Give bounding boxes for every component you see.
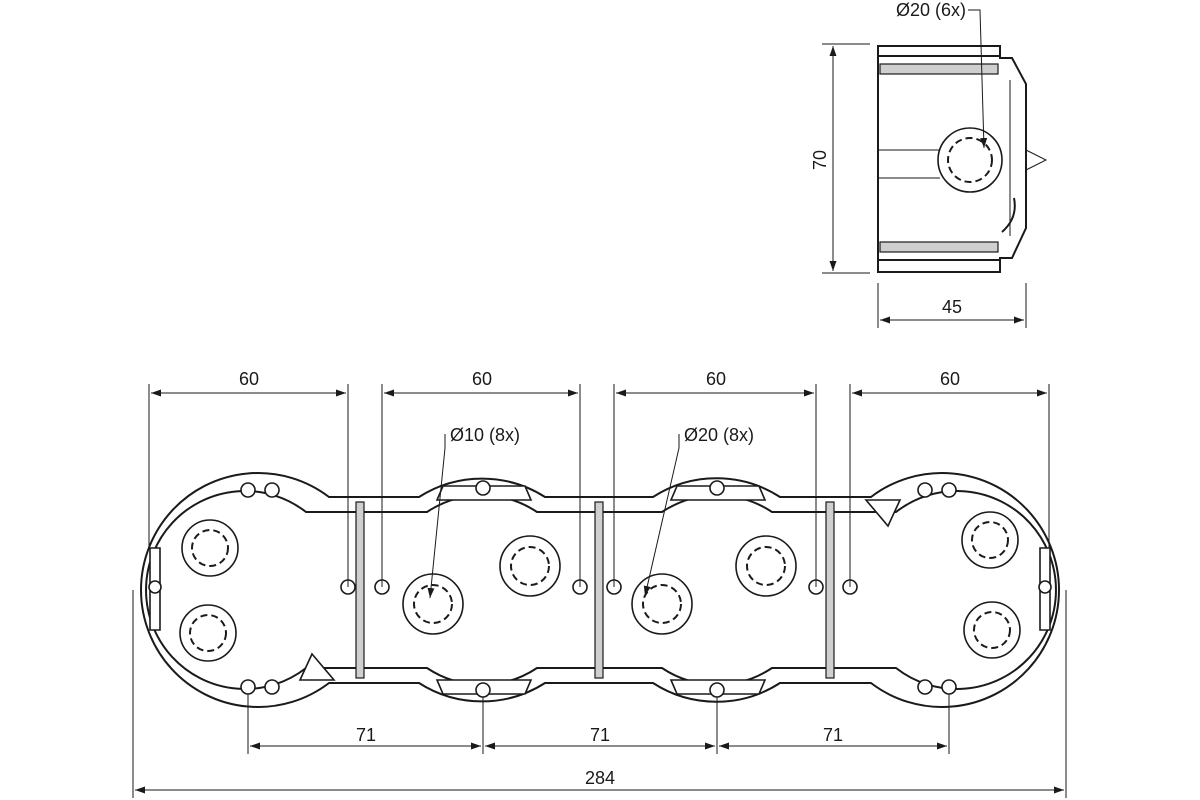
pitch-label-4: 60 [940,369,960,389]
large-hole-leader [643,434,680,597]
knockouts [179,511,1021,662]
bottom-rib [879,241,999,253]
depth-label: 45 [942,297,962,317]
box-outline [877,45,1027,273]
side-hole-label: Ø20 (6x) [896,0,966,20]
pitch-dimensions [148,384,1050,587]
small-hole-leader [427,434,446,599]
spacing-label-1: 71 [356,725,376,745]
partition-walls [355,501,835,679]
large-hole-label: Ø20 (8x) [684,425,754,445]
small-hole-label: Ø10 (8x) [450,425,520,445]
pitch-label-1: 60 [239,369,259,389]
knockout-inner [947,137,993,183]
screw-channel [1001,197,1016,233]
side-view: 70 45 Ø20 (6x) [810,0,1048,328]
pitch-label-2: 60 [472,369,492,389]
spacing-dimensions [247,694,950,754]
top-view: Ø10 (8x) Ø20 (8x) 60 60 60 60 [132,369,1067,798]
pitch-label-3: 60 [706,369,726,389]
overall-length-label: 284 [585,768,615,788]
claw-tip [1025,149,1048,171]
height-label: 70 [810,150,830,170]
spacing-label-2: 71 [590,725,610,745]
top-rib [879,63,999,75]
spacing-label-3: 71 [823,725,843,745]
side-hole-leader [968,9,988,149]
